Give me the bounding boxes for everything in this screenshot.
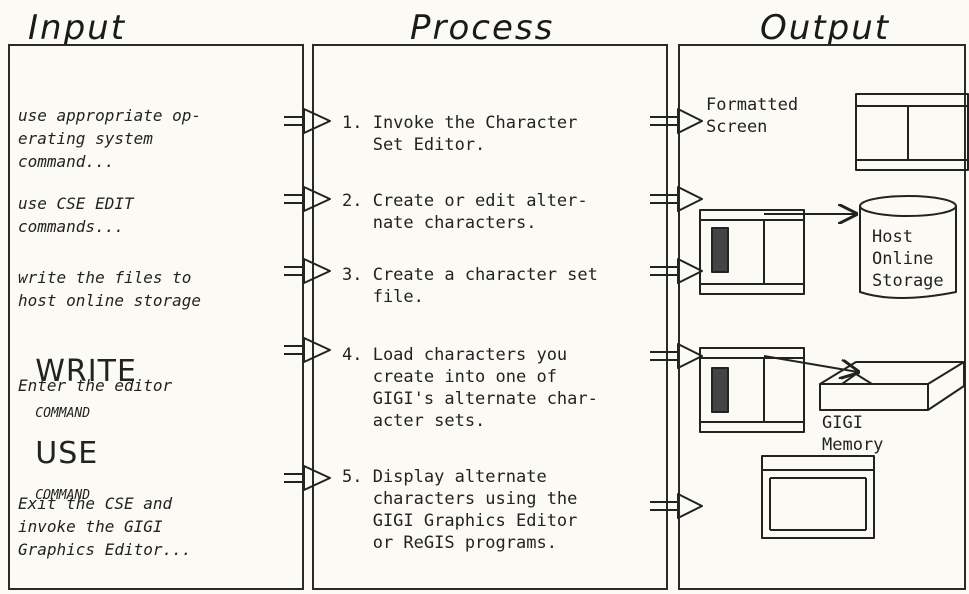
arrow-input-step-4	[284, 337, 331, 363]
arrow-terminal-to-memory	[763, 355, 858, 372]
output-header: Output	[760, 8, 891, 48]
host-online-storage-label: Host Online Storage	[872, 227, 944, 291]
input-write-files-text: write the files to host online storage	[18, 268, 202, 310]
arrow-input-step-1	[284, 108, 331, 134]
input-os-command-text: use appropriate op- erating system comma…	[18, 106, 202, 171]
arrow-step-4-output	[650, 343, 703, 369]
display-screen-icon	[761, 455, 875, 539]
use-command-suffix: COMMAND	[35, 488, 91, 503]
input-write-command: WRITE COMMAND	[16, 318, 137, 432]
process-header: Process	[410, 8, 555, 48]
input-enter-editor-text: Enter the editor	[18, 376, 173, 395]
process-step-4: 4. Load characters you create into one o…	[342, 345, 598, 431]
arrow-input-step-5	[284, 465, 331, 491]
process-column	[312, 44, 668, 590]
process-step-1: 1. Invoke the Character Set Editor.	[342, 113, 578, 155]
arrow-input-step-3	[284, 258, 331, 284]
write-command-suffix: COMMAND	[35, 406, 91, 421]
process-step-5: 5. Display alternate characters using th…	[342, 467, 578, 553]
formatted-screen-label: Formatted Screen	[706, 95, 799, 137]
write-keyword: WRITE	[35, 354, 137, 389]
input-exit-cse-text: Exit the CSE and invoke the GIGI Graphic…	[18, 494, 192, 559]
process-step-3: 3. Create a character set file.	[342, 265, 598, 307]
arrow-step-1-output	[650, 108, 703, 134]
use-keyword: USE	[35, 436, 99, 471]
input-header: Input	[28, 8, 127, 48]
host-storage-cylinder-icon	[859, 195, 957, 299]
arrow-step-5-output	[650, 493, 703, 519]
output-column	[678, 44, 966, 590]
terminal-screen-icon-upper	[699, 209, 805, 295]
process-step-2: 2. Create or edit alter- nate characters…	[342, 191, 588, 233]
input-column	[8, 44, 304, 590]
arrow-step-2-output	[650, 186, 703, 212]
arrow-step-3-output	[650, 258, 703, 284]
formatted-screen-icon	[855, 93, 969, 171]
gigi-memory-label: GIGI Memory	[822, 413, 884, 455]
arrow-input-step-2	[284, 186, 331, 212]
input-use-command: USE COMMAND	[16, 400, 98, 514]
input-edit-commands-text: use CSE EDIT commands...	[18, 194, 134, 236]
terminal-screen-icon-lower	[699, 347, 805, 433]
